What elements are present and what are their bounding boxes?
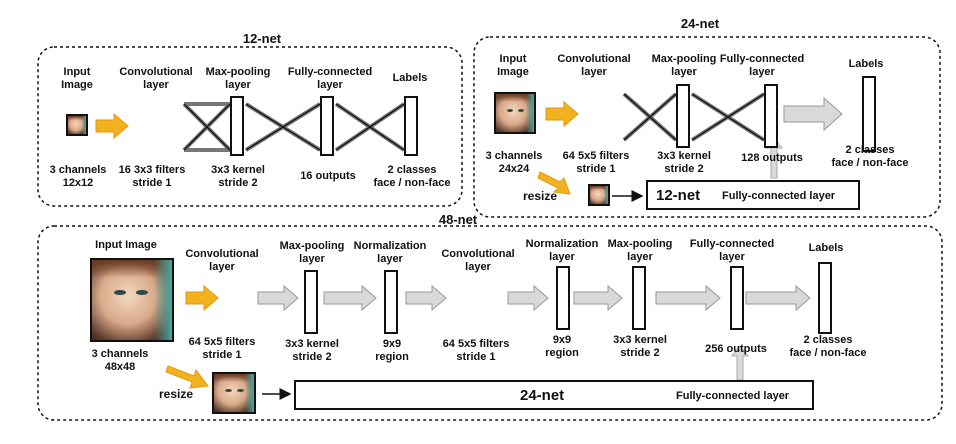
subnet-12net-box: 12-net Fully-connected layer (646, 180, 860, 210)
gray-arrow (783, 96, 843, 132)
group-title-24net: 24-net (680, 16, 720, 31)
resize-label: resize (158, 387, 194, 401)
resized-face-image (588, 184, 610, 206)
labels-box (862, 76, 876, 152)
norm1-layer-box (384, 270, 398, 334)
subnet-24net-box: 24-net Fully-connected layer (294, 380, 814, 410)
resized-face-image (212, 372, 256, 414)
input-face-image (90, 258, 174, 342)
cross-connectors-12net (182, 102, 406, 152)
gray-arrow (257, 284, 299, 312)
eye-shape (114, 290, 126, 295)
labels-box (404, 96, 418, 156)
group-title-48net: 48-net (438, 212, 478, 227)
gray-up-arrow (764, 137, 784, 179)
labels-label: Labels (392, 72, 428, 84)
group-box-24net (473, 36, 941, 218)
yellow-arrow (165, 365, 209, 389)
subnet-name: 12-net (656, 187, 701, 204)
labels-box (818, 262, 832, 334)
labels-label: Labels (808, 242, 844, 254)
gray-up-arrow (730, 345, 750, 381)
group-box-48net (37, 225, 943, 421)
fc-desc: 16 outputs (300, 170, 356, 182)
gray-arrow (323, 284, 377, 312)
group-title-12net: 12-net (242, 31, 282, 46)
fc-desc: 256 outputs (705, 343, 767, 355)
fc-layer-box (764, 84, 778, 148)
resize-label: resize (522, 189, 558, 203)
subnet-fc-label: Fully-connected layer (722, 190, 836, 202)
input-face-image (494, 92, 536, 134)
pool2-layer-box (632, 266, 646, 330)
fc-layer-box (730, 266, 744, 330)
gray-arrow (573, 284, 623, 312)
group-box-12net (37, 46, 463, 207)
input-image-label: Input Image (95, 239, 157, 251)
fc-desc: 128 outputs (741, 152, 803, 164)
pool-layer-box (676, 84, 690, 148)
labels-label: Labels (848, 58, 884, 70)
gray-arrow (745, 284, 811, 312)
pool-layer-box (230, 96, 244, 156)
eye-shape (237, 389, 244, 392)
subnet-name: 24-net (520, 387, 565, 404)
input-face-image (66, 114, 88, 136)
cross-connectors-24net (622, 92, 766, 142)
yellow-arrow (95, 112, 129, 140)
yellow-arrow (537, 171, 571, 195)
fc-layer-box (320, 96, 334, 156)
gray-arrow (655, 284, 721, 312)
yellow-arrow (185, 284, 219, 312)
eye-shape (518, 109, 524, 112)
pool1-layer-box (304, 270, 318, 334)
gray-arrow (507, 284, 549, 312)
eye-shape (507, 109, 513, 112)
subnet-fc-label: Fully-connected layer (676, 390, 790, 402)
eye-shape (136, 290, 148, 295)
eye-shape (225, 389, 232, 392)
yellow-arrow (545, 100, 579, 128)
norm2-layer-box (556, 266, 570, 330)
gray-arrow (405, 284, 447, 312)
